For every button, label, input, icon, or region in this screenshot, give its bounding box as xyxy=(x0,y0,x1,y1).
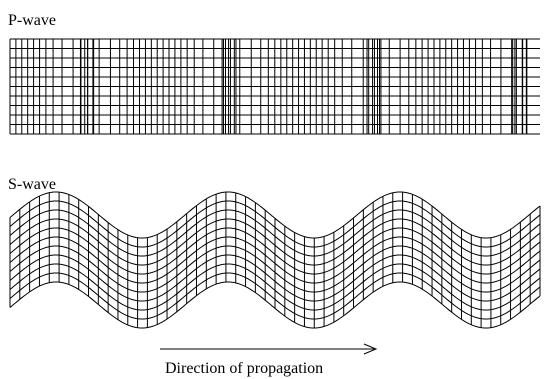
propagation-arrow xyxy=(160,343,378,355)
s-wave-grid xyxy=(9,191,541,329)
p-wave-grid xyxy=(9,38,540,135)
p-wave-label: P-wave xyxy=(8,12,56,29)
propagation-label: Direction of propagation xyxy=(165,360,323,377)
s-wave-label: S-wave xyxy=(8,176,56,193)
